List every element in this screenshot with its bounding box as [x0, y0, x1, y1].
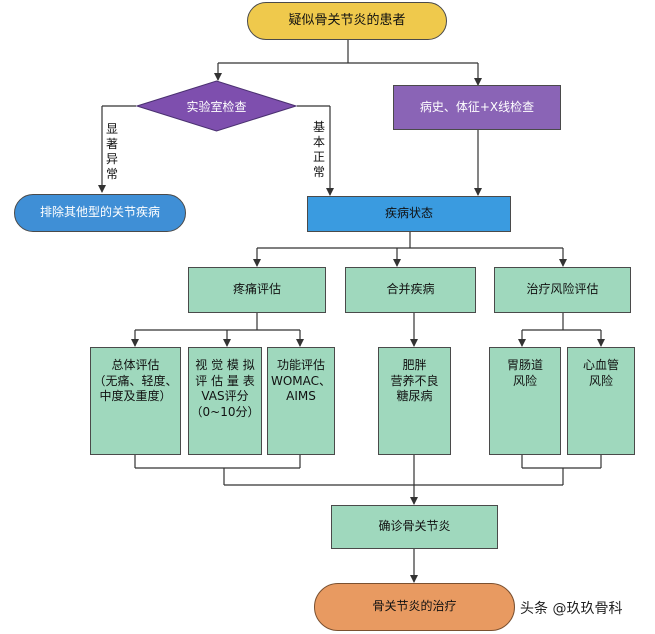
- normal-label: 基 本 正 常: [312, 120, 325, 179]
- comorbidity-list-node: 肥胖 营养不良 糖尿病: [378, 347, 451, 455]
- vas-score-node: 视 觉 模 拟 评 估 量 表 VAS评分 （0~10分）: [188, 347, 262, 455]
- cv-risk-node: 心血管 风险: [567, 347, 635, 455]
- abnormal-label: 显 著 异 常: [105, 122, 118, 181]
- diamond-shape: [135, 80, 298, 132]
- start-node: 疑似骨关节炎的患者: [247, 2, 447, 40]
- pain-assessment-node: 疼痛评估: [188, 267, 326, 313]
- diagnosis-node: 确诊骨关节炎: [331, 505, 498, 549]
- disease-status-node: 疾病状态: [307, 196, 511, 232]
- treatment-risk-node: 治疗风险评估: [494, 267, 631, 313]
- lab-test-decision: 实验室检查: [135, 80, 298, 132]
- comorbidity-node: 合并疾病: [345, 267, 476, 313]
- exclude-other-node: 排除其他型的关节疾病: [14, 194, 186, 232]
- gi-risk-node: 胃肠道 风险: [489, 347, 561, 455]
- history-exam-node: 病史、体征+X线检查: [393, 85, 561, 130]
- treatment-node: 骨关节炎的治疗: [314, 583, 515, 631]
- function-assessment-node: 功能评估 WOMAC、 AIMS: [267, 347, 335, 455]
- overall-assessment-node: 总体评估 （无痛、轻度、 中度及重度）: [90, 347, 181, 455]
- lab-test-label: 实验室检查: [186, 99, 247, 114]
- watermark: 头条 @玖玖骨科: [520, 601, 623, 617]
